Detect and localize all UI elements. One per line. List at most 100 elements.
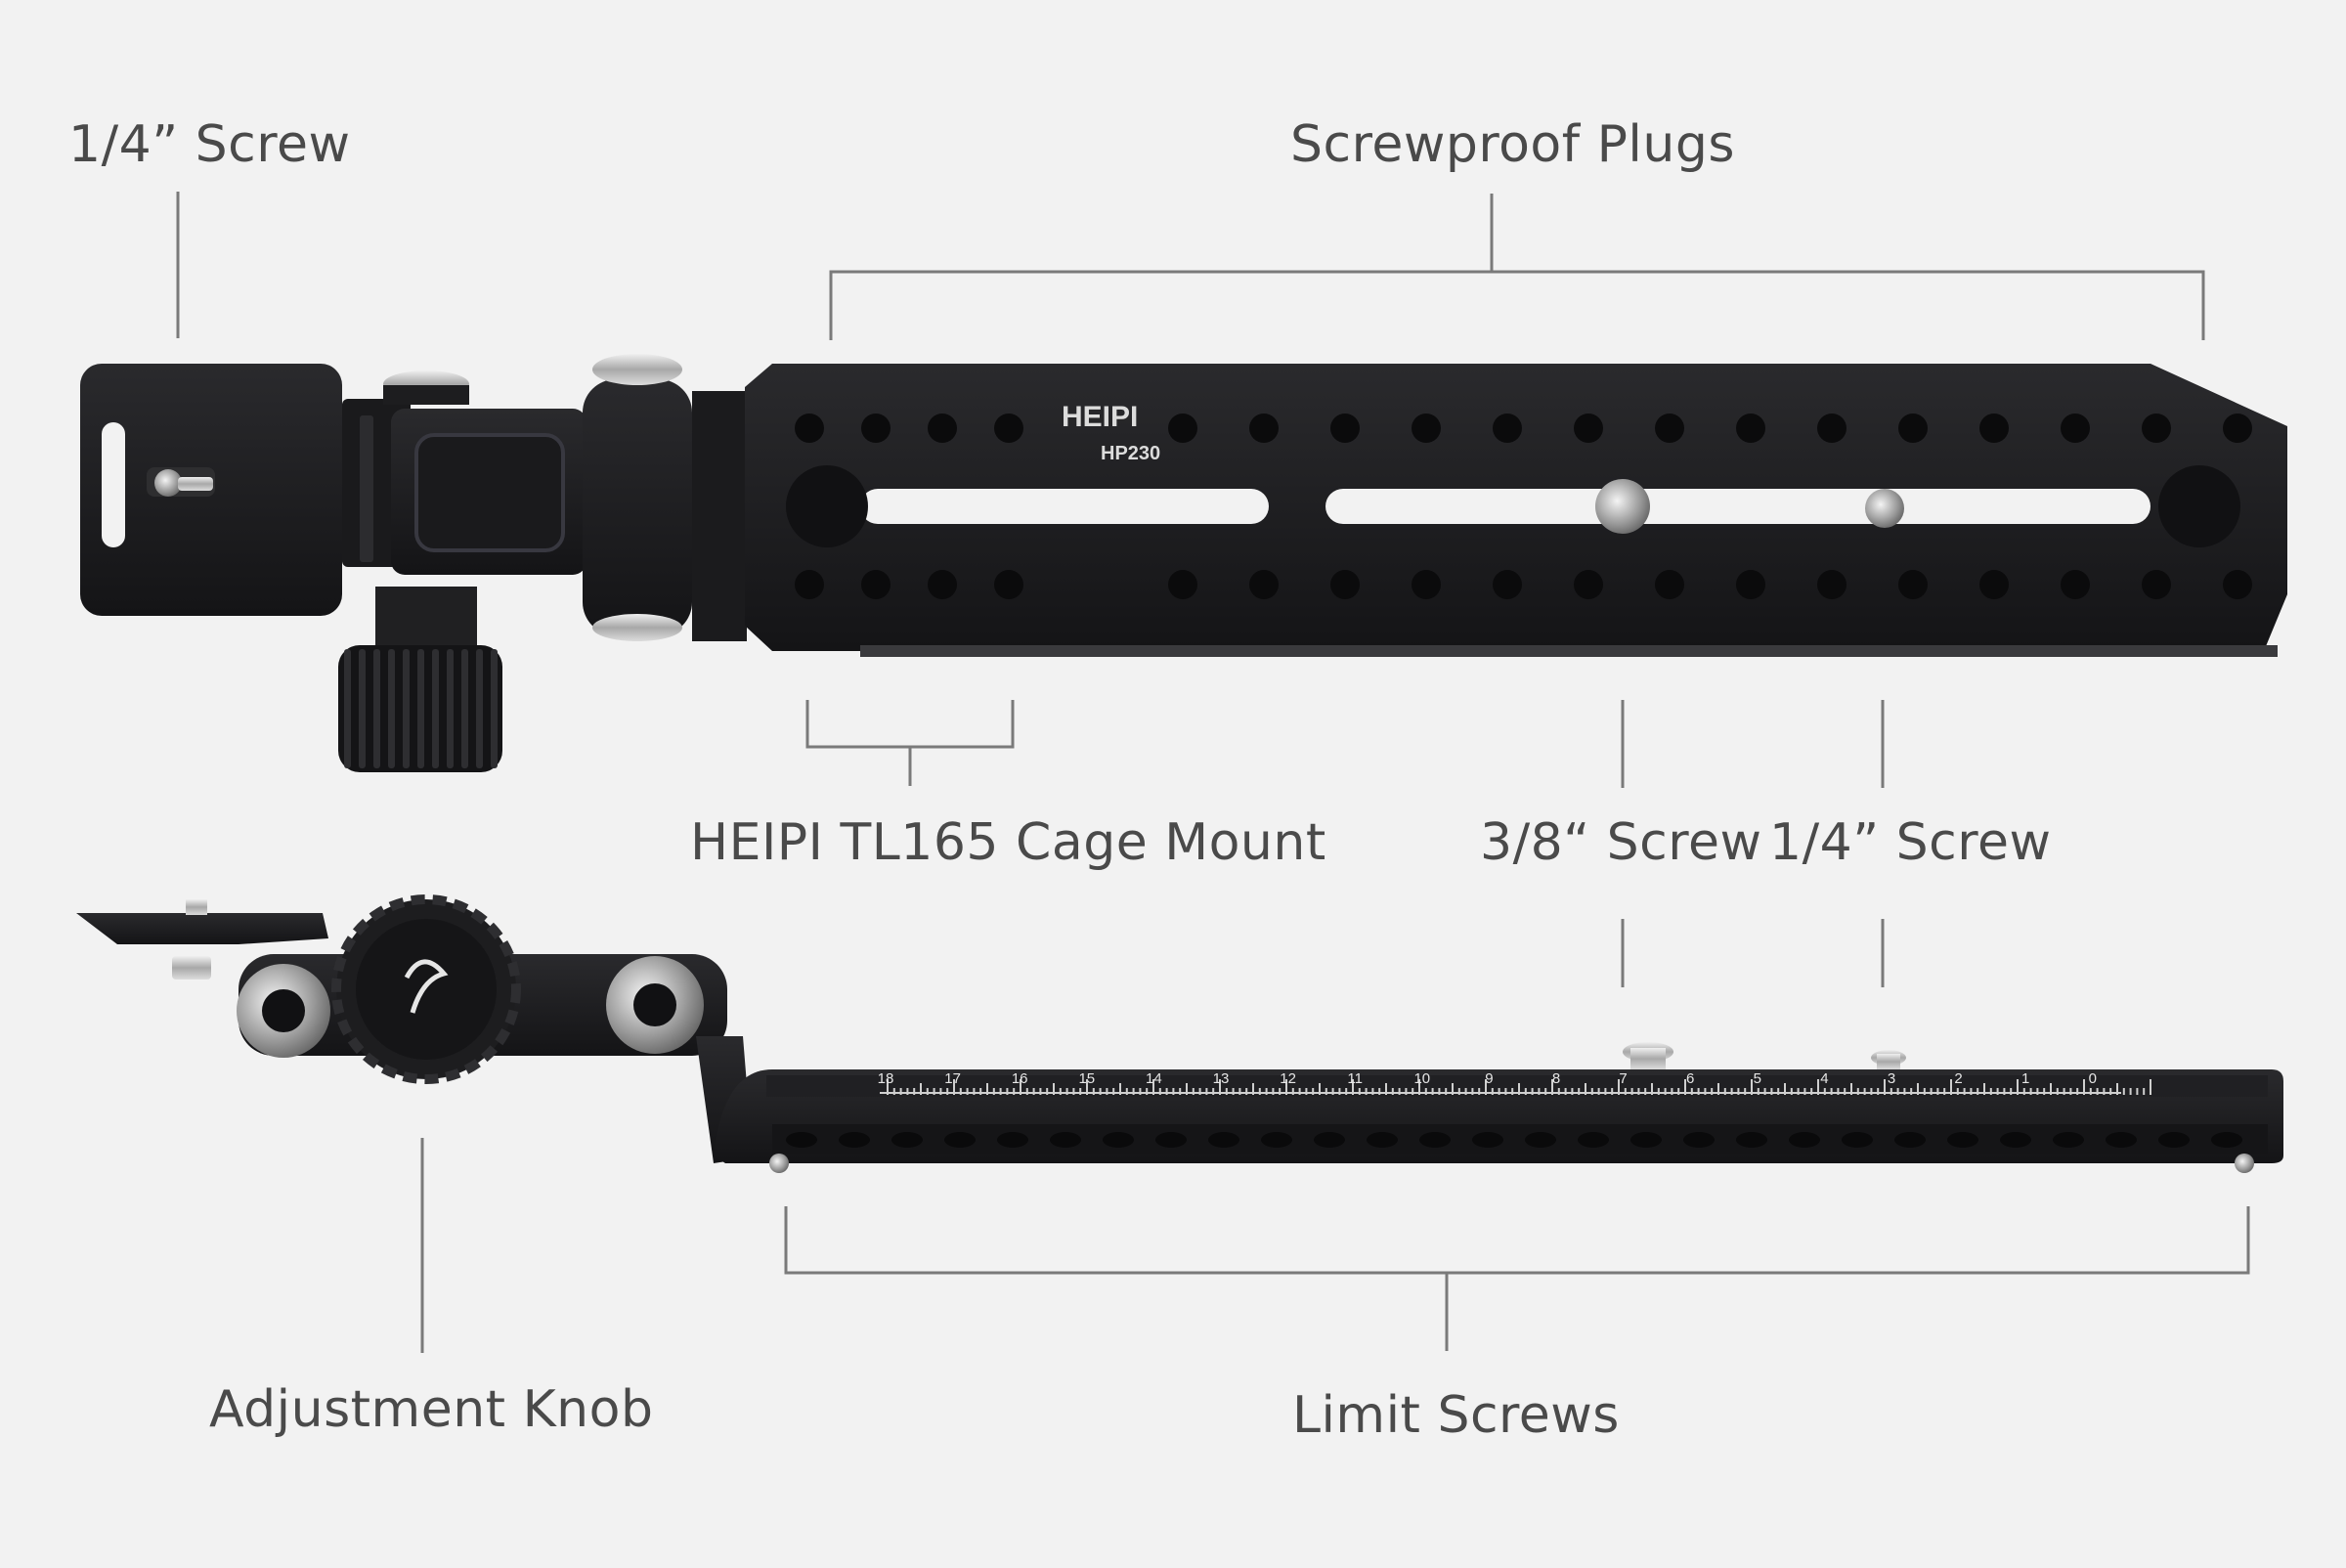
label-top-quarter-inch-screw: 1/4” Screw	[68, 115, 351, 174]
label-limit-screws: Limit Screws	[1292, 1386, 1620, 1445]
rail-mounting-hole	[1574, 414, 1603, 443]
scale-label: 18	[878, 1070, 894, 1087]
side-rail-hole	[786, 1132, 817, 1148]
rail-mounting-hole	[1493, 414, 1522, 443]
side-rail-hole	[944, 1132, 976, 1148]
label-quarter-inch-screw: 1/4” Screw	[1769, 813, 2052, 872]
side-rail-hole	[1261, 1132, 1292, 1148]
scale-label: 15	[1078, 1070, 1095, 1087]
rail-mounting-hole	[795, 414, 824, 443]
rail-mounting-hole	[1898, 570, 1928, 599]
side-rail-hole	[997, 1132, 1028, 1148]
callout-bracket-cage-mount	[805, 700, 1015, 749]
knob-knurl-ridge	[373, 649, 380, 768]
model-label: HP230	[1101, 443, 1160, 464]
rail-mounting-hole	[1817, 570, 1846, 599]
side-rail-hole	[1683, 1132, 1715, 1148]
limit-screw-left	[769, 1154, 789, 1173]
rail-mounting-hole	[1655, 570, 1684, 599]
knob-knurl-ridge	[417, 649, 424, 768]
rail-mounting-hole	[1655, 414, 1684, 443]
side-rail-hole	[2000, 1132, 2031, 1148]
side-three-eighths-screw	[1630, 1048, 1666, 1069]
side-rail-hole	[2158, 1132, 2190, 1148]
scale-label: 11	[1347, 1070, 1363, 1087]
side-rail-hole	[1419, 1132, 1451, 1148]
callout-bracket-plugs	[829, 270, 2205, 340]
label-screwproof-plugs: Screwproof Plugs	[1290, 115, 1735, 174]
screwproof-plug-right	[2158, 465, 2240, 547]
side-rail-hole	[1155, 1132, 1187, 1148]
rail-mounting-hole	[1168, 570, 1197, 599]
rail-mounting-hole	[1412, 414, 1441, 443]
rail-mounting-hole	[2223, 414, 2252, 443]
rail-mounting-hole	[1898, 414, 1928, 443]
side-rail-hole	[2106, 1132, 2137, 1148]
scale-label: 13	[1213, 1070, 1230, 1087]
rail-mounting-hole	[928, 570, 957, 599]
rail-mounting-hole	[2223, 570, 2252, 599]
rail-mounting-hole	[2142, 570, 2171, 599]
scale-label: 2	[1954, 1070, 1962, 1087]
label-three-eighths-screw: 3/8“ Screw	[1480, 813, 1762, 872]
side-rail-hole	[1578, 1132, 1609, 1148]
scale-label: 9	[1485, 1070, 1493, 1087]
screwproof-plug-left	[786, 465, 868, 547]
side-rail-hole	[1630, 1132, 1662, 1148]
side-rail-hole	[2053, 1132, 2084, 1148]
rail-mounting-hole	[1168, 414, 1197, 443]
rail-mounting-hole	[1736, 414, 1765, 443]
scale-label: 0	[2089, 1070, 2097, 1087]
callout-lines	[176, 192, 2250, 1353]
rail-mounting-hole	[2142, 414, 2171, 443]
side-rail-hole	[1736, 1132, 1767, 1148]
rail-mounting-hole	[1979, 570, 2009, 599]
rail-mounting-hole	[1817, 414, 1846, 443]
rail-quarter-inch-screw	[1865, 489, 1904, 528]
side-rail-hole	[2211, 1132, 2242, 1148]
scale-label: 16	[1012, 1070, 1028, 1087]
rail-mounting-hole	[2061, 414, 2090, 443]
side-rail-hole	[839, 1132, 870, 1148]
side-rail-hole	[1842, 1132, 1873, 1148]
top-rail: HEIPI HP230	[745, 364, 2287, 657]
scale-label: 12	[1280, 1070, 1296, 1087]
scale-label: 3	[1888, 1070, 1895, 1087]
scale-label: 1	[2021, 1070, 2029, 1087]
top-knob	[338, 587, 502, 772]
rail-mounting-hole	[1249, 570, 1279, 599]
callout-bracket-limit-screws	[784, 1206, 2250, 1275]
side-quarter-inch-screw	[1877, 1054, 1900, 1069]
rail-mounting-hole	[861, 414, 891, 443]
rail-mounting-hole	[994, 414, 1023, 443]
limit-screw-right	[2235, 1154, 2254, 1173]
scale-label: 10	[1413, 1070, 1430, 1087]
knob-knurl-ridge	[432, 649, 439, 768]
rail-mounting-hole	[795, 570, 824, 599]
side-rail-hole	[1050, 1132, 1081, 1148]
side-rail-hole	[1208, 1132, 1239, 1148]
side-rail-hole	[1367, 1132, 1398, 1148]
rail-mounting-hole	[1736, 570, 1765, 599]
rail-mounting-hole	[1574, 570, 1603, 599]
side-rail-hole	[1103, 1132, 1134, 1148]
rail-mounting-hole	[2061, 570, 2090, 599]
side-rail-hole	[1947, 1132, 1978, 1148]
side-rail-hole	[1314, 1132, 1345, 1148]
knob-knurl-ridge	[447, 649, 454, 768]
rail-mounting-hole	[1412, 570, 1441, 599]
rail-mounting-hole	[1330, 414, 1360, 443]
knob-knurl-ridge	[403, 649, 410, 768]
knob-knurl-ridge	[359, 649, 366, 768]
rail-mounting-hole	[1493, 570, 1522, 599]
scale-label: 17	[944, 1070, 961, 1087]
label-cage-mount: HEIPI TL165 Cage Mount	[690, 813, 1326, 872]
rail-mounting-hole	[994, 570, 1023, 599]
rail-slot-left	[860, 489, 1269, 524]
scale-label: 4	[1820, 1070, 1828, 1087]
side-rail-hole	[1894, 1132, 1926, 1148]
side-rail-hole	[1525, 1132, 1556, 1148]
rail-slot-right	[1325, 489, 2150, 524]
